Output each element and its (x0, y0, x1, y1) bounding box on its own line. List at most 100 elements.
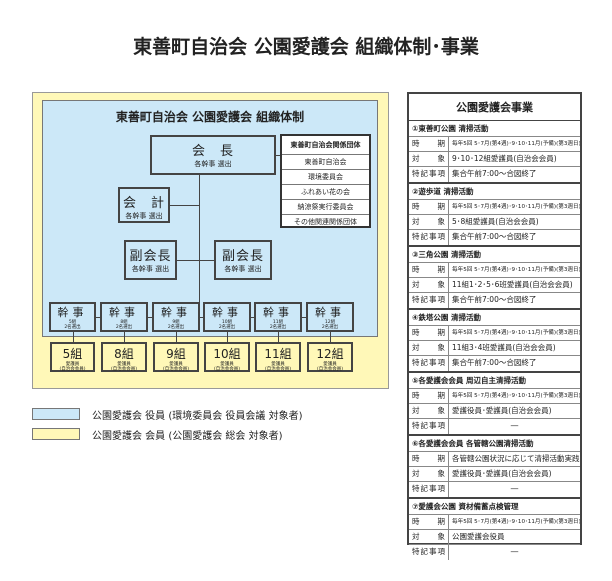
row-value: 5･8組愛護員(自治会会員) (452, 217, 539, 226)
connector-line (278, 332, 279, 342)
row-value: ― (510, 547, 519, 556)
group-label: 11組 (264, 347, 292, 361)
row-key: 特記事項 (409, 356, 449, 371)
related-title: 東善町自治会関係団体 (290, 141, 361, 149)
group-sub: (自治会会員) (162, 367, 189, 372)
period-row: 時 期毎年5回 5･7月(第4週)･9･10･11月(予備)(第3週日) (409, 137, 580, 152)
role-sub: 2名選出 (64, 325, 81, 330)
secretary-box: 幹事 8組 2名選出 (100, 302, 148, 332)
row-value: 11組3･4班愛護員(自治会会員) (452, 343, 556, 352)
related-item: 東善町自治会 (282, 154, 369, 169)
connector-line (124, 332, 125, 342)
activities-table: 公園愛護会事業 ①東善町公園 清掃活動 時 期毎年5回 5･7月(第4週)･9･… (407, 92, 582, 560)
related-item: ふれあい花の会 (282, 184, 369, 199)
row-key: 特記事項 (409, 293, 449, 308)
activity-section: ③三角公園 清掃活動 時 期毎年5回 5･7月(第4週)･9･10･11月(予備… (409, 247, 580, 310)
role-label: 幹事 (315, 306, 345, 319)
period-row: 時 期毎年5回 5･7月(第4週)･9･10･11月(予備)(第3週日) (409, 389, 580, 404)
row-key: 特記事項 (409, 167, 449, 182)
row-key: 対 象 (409, 341, 449, 355)
period-row: 時 期各管轄公園状況に応じて清掃活動実践 (409, 452, 580, 467)
role-sub: 各幹事 選出 (125, 212, 163, 220)
row-key: 対 象 (409, 530, 449, 544)
activities-title: 公園愛護会事業 (409, 94, 580, 121)
row-value: 毎年5回 5･7月(第4週)･9･10･11月(予備)(第3週日) (452, 330, 580, 336)
group-sub: 愛護員 (220, 362, 234, 367)
row-value: 毎年5回 5･7月(第4週)･9･10･11月(予備)(第3週日) (452, 393, 580, 399)
related-item: 環境委員会 (282, 169, 369, 184)
row-key: 対 象 (409, 278, 449, 292)
role-sub: 11組 (272, 320, 284, 325)
row-value: 集合午前7:00～合図終了 (452, 358, 537, 367)
role-sub: 2名選出 (218, 325, 236, 330)
row-value: 毎年5回 5･7月(第4週)･9･10･11月(予備)(第3週日) (452, 204, 580, 210)
legend-label-officer: 公園愛護会 役員 (環境委員会 役員会議 対象者) (92, 411, 303, 422)
role-sub: 12組 (324, 320, 336, 325)
activity-heading: ⑥各愛護会会員 各管轄公園清掃活動 (409, 436, 580, 452)
secretary-box: 幹事 9組 2名選出 (152, 302, 200, 332)
note-row: 特記事項― (409, 545, 580, 560)
period-row: 時 期毎年5回 5･7月(第4週)･9･10･11月(予備)(第3週日) (409, 515, 580, 530)
note-row: 特記事項集合午前7:00～合図終了 (409, 356, 580, 371)
note-row: 特記事項― (409, 419, 580, 434)
target-row: 対 象愛護役員･愛護員(自治会会員) (409, 404, 580, 419)
row-value: 愛護役員･愛護員(自治会会員) (452, 469, 552, 478)
role-sub: 各幹事 選出 (194, 160, 232, 168)
secretary-box: 幹事 12組 2名選出 (306, 302, 354, 332)
group-box: 11組 愛護員 (自治会会員) (255, 342, 301, 372)
group-label: 9組 (166, 347, 186, 361)
vice-president-box: 副会長 各幹事 選出 (214, 240, 272, 280)
connector-line (72, 332, 74, 342)
vice-president-box: 副会長 各幹事 選出 (124, 240, 177, 280)
group-sub: (自治会会員) (316, 367, 343, 372)
role-sub: 各幹事 選出 (224, 265, 262, 273)
connector-line (96, 317, 306, 318)
target-row: 対 象愛護役員･愛護員(自治会会員) (409, 467, 580, 482)
row-key: 対 象 (409, 467, 449, 481)
row-value: 毎年5回 5･7月(第4週)･9･10･11月(予備)(第3週日) (452, 141, 580, 147)
activity-section: ②遊歩道 清掃活動 時 期毎年5回 5･7月(第4週)･9･10･11月(予備)… (409, 184, 580, 247)
activity-heading: ②遊歩道 清掃活動 (409, 184, 580, 200)
role-label: 副会長 (221, 249, 264, 264)
activity-section: ⑤各愛護会会員 周辺自主清掃活動 時 期毎年5回 5･7月(第4週)･9･10･… (409, 373, 580, 436)
row-key: 特記事項 (409, 482, 449, 497)
secretary-box: 幹事 11組 2名選出 (254, 302, 302, 332)
row-key: 特記事項 (409, 230, 449, 245)
group-box: 10組 愛護員 (自治会会員) (204, 342, 250, 372)
secretary-box: 幹事 10組 2名選出 (203, 302, 251, 332)
page-title: 東善町自治会 公園愛護会 組織体制･事業 (133, 36, 479, 58)
group-box: 9組 愛護員 (自治会会員) (153, 342, 199, 372)
activity-section: ⑦愛護会公園 資材備蓄点検管理 時 期毎年5回 5･7月(第4週)･9･10･1… (409, 499, 580, 560)
note-row: 特記事項集合午前7:00～合図終了 (409, 293, 580, 308)
row-value: ― (510, 484, 519, 493)
activity-section: ①東善町公園 清掃活動 時 期毎年5回 5･7月(第4週)･9･10･11月(予… (409, 121, 580, 184)
group-label: 10組 (213, 347, 241, 361)
activity-heading: ①東善町公園 清掃活動 (409, 121, 580, 137)
role-sub: 9組 (172, 320, 180, 325)
connector-line (330, 332, 331, 342)
period-row: 時 期毎年5回 5･7月(第4週)･9･10･11月(予備)(第3週日) (409, 200, 580, 215)
connector-line (227, 332, 228, 342)
role-label: 幹事 (263, 306, 293, 319)
row-key: 時 期 (409, 389, 449, 403)
legend-swatch-officer (32, 408, 80, 420)
row-key: 対 象 (409, 215, 449, 229)
row-value: 愛護役員･愛護員(自治会会員) (452, 406, 552, 415)
connector-line (176, 332, 177, 342)
note-row: 特記事項集合午前7:00～合図終了 (409, 167, 580, 182)
group-sub: 愛護員 (65, 362, 80, 367)
row-value: 9･10･12組愛護員(自治会会員) (452, 154, 557, 163)
legend-swatch-member (32, 428, 80, 440)
group-sub: (自治会会員) (213, 367, 240, 372)
row-value: 公園愛護会役員 (452, 532, 505, 541)
connector-line (170, 205, 199, 206)
related-item: 納涼祭実行委員会 (282, 199, 369, 214)
connector-line (199, 175, 200, 302)
row-key: 時 期 (409, 515, 449, 529)
related-groups-box: 東善町自治会関係団体 東善町自治会 環境委員会 ふれあい花の会 納涼祭実行委員会… (280, 134, 371, 228)
role-label: 幹事 (57, 306, 88, 319)
group-sub: (自治会会員) (110, 367, 137, 372)
